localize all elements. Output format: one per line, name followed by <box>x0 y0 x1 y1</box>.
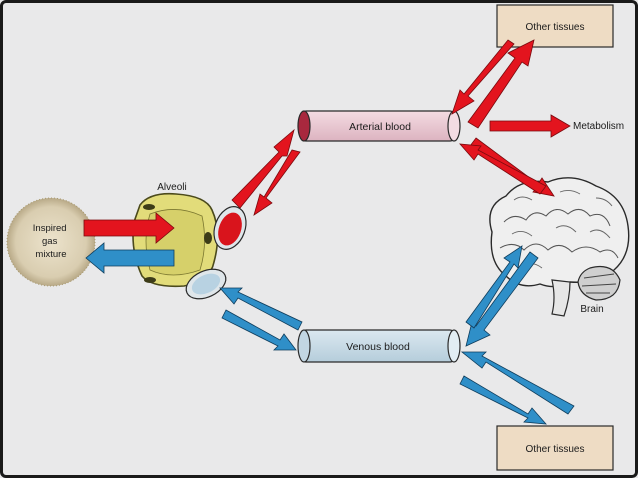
inspired-gas-sphere: Inspired gas mixture <box>6 197 96 287</box>
arrow-venous-to-bottom-tissues <box>459 375 547 425</box>
arterial-red-cell <box>213 206 247 250</box>
other-tissues-bottom-label: Other tissues <box>526 444 585 455</box>
arrow-lung-to-venous <box>221 309 297 351</box>
alveoli-label: Alveoli <box>157 182 186 193</box>
arrow-lung-to-arterial <box>231 128 295 209</box>
venous-blood-label: Venous blood <box>346 341 410 353</box>
brain-label: Brain <box>580 304 603 315</box>
venous-blue-cell <box>185 268 227 300</box>
arrow-venous-to-lung <box>219 287 303 331</box>
svg-text:Inspired gas mixtu: Inspired gas mixture <box>33 223 69 260</box>
brain: Brain <box>489 177 630 317</box>
arrow-arterial-to-lung <box>253 149 301 216</box>
arterial-blood-label: Arterial blood <box>349 121 411 133</box>
arrow-brain-to-arterial <box>459 143 547 195</box>
alveoli-red-arrow <box>83 212 175 244</box>
arrow-arterial-to-metabolism <box>489 114 571 138</box>
inspired-label-line2: gas <box>42 236 58 247</box>
inspired-label-line1: Inspired <box>33 223 67 234</box>
arrow-top-tissues-to-arterial <box>451 39 515 115</box>
arrow-bottom-tissues-to-venous <box>460 351 575 415</box>
arrow-venous-to-brain <box>465 245 523 329</box>
alveoli-blue-arrow <box>85 242 175 274</box>
venous-vessel: Venous blood <box>297 329 461 363</box>
other-tissues-top-label: Other tissues <box>526 22 585 33</box>
metabolism-label: Metabolism <box>573 121 624 132</box>
other-tissues-top-box: Other tissues <box>496 4 614 48</box>
other-tissues-bottom-box: Other tissues <box>496 425 614 471</box>
arterial-vessel: Arterial blood <box>297 110 461 142</box>
arrow-brain-to-venous <box>465 251 539 347</box>
arrow-arterial-to-top-tissues <box>467 39 535 129</box>
inspired-label-line3: mixture <box>35 249 66 260</box>
